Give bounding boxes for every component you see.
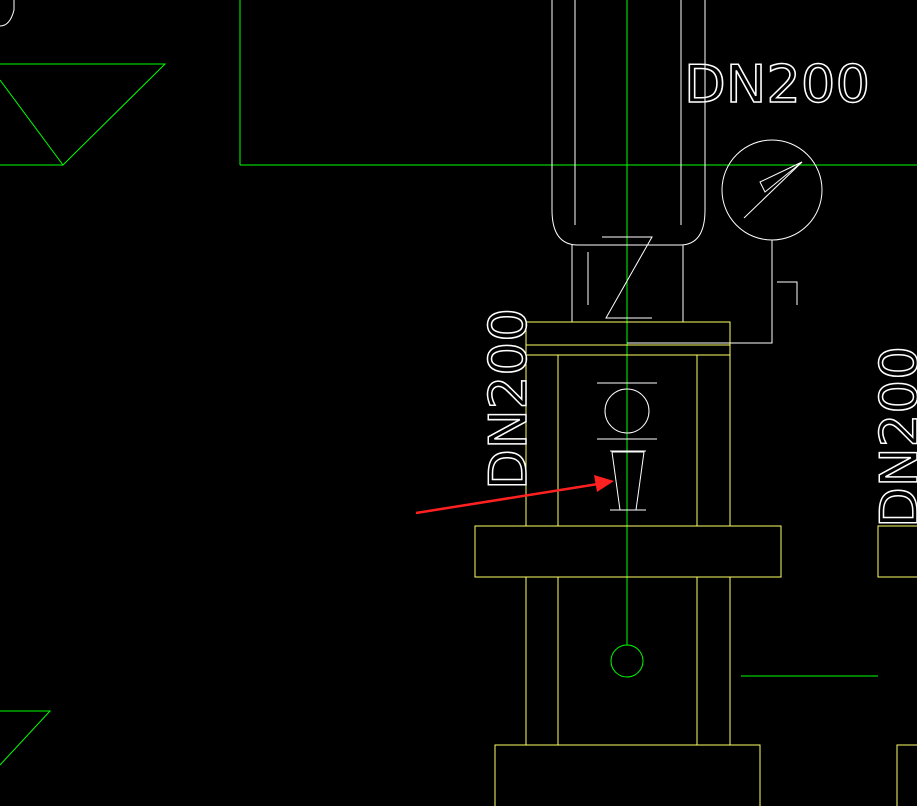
left-pipe-size-label: DN200 (479, 308, 539, 490)
white-layer (551, 0, 823, 344)
right-pipe-size-label: DN200 (870, 346, 917, 528)
top-left-tick (0, 0, 15, 27)
top-left-triangle (0, 63, 167, 166)
bottom-equipment-box (494, 744, 761, 806)
centerline-end-circle (610, 644, 644, 678)
reducer-icon (602, 236, 653, 319)
pressure-gauge-icon (721, 139, 823, 241)
valve-symbols (597, 382, 657, 511)
pressure-gauge-needle (759, 161, 803, 193)
upper-pipe-outline (551, 0, 706, 246)
right-adjacent-box (896, 744, 917, 806)
yellow-layer (474, 321, 917, 806)
pressure-gauge-stem (627, 240, 773, 344)
check-valve-icon (597, 382, 657, 440)
upper-flange (525, 321, 731, 356)
annotation-arrow-icon (415, 475, 614, 515)
top-pipe-size-label: DN200 (684, 55, 870, 115)
top-left-triangle-diag (0, 79, 64, 166)
right-adjacent-flange (877, 525, 917, 578)
pressure-gauge-pointer (743, 161, 803, 219)
gate-valve-icon (610, 450, 646, 511)
base-flange (474, 525, 782, 578)
pressure-gauge-tap (777, 281, 798, 305)
bottom-left-triangle (0, 710, 52, 766)
